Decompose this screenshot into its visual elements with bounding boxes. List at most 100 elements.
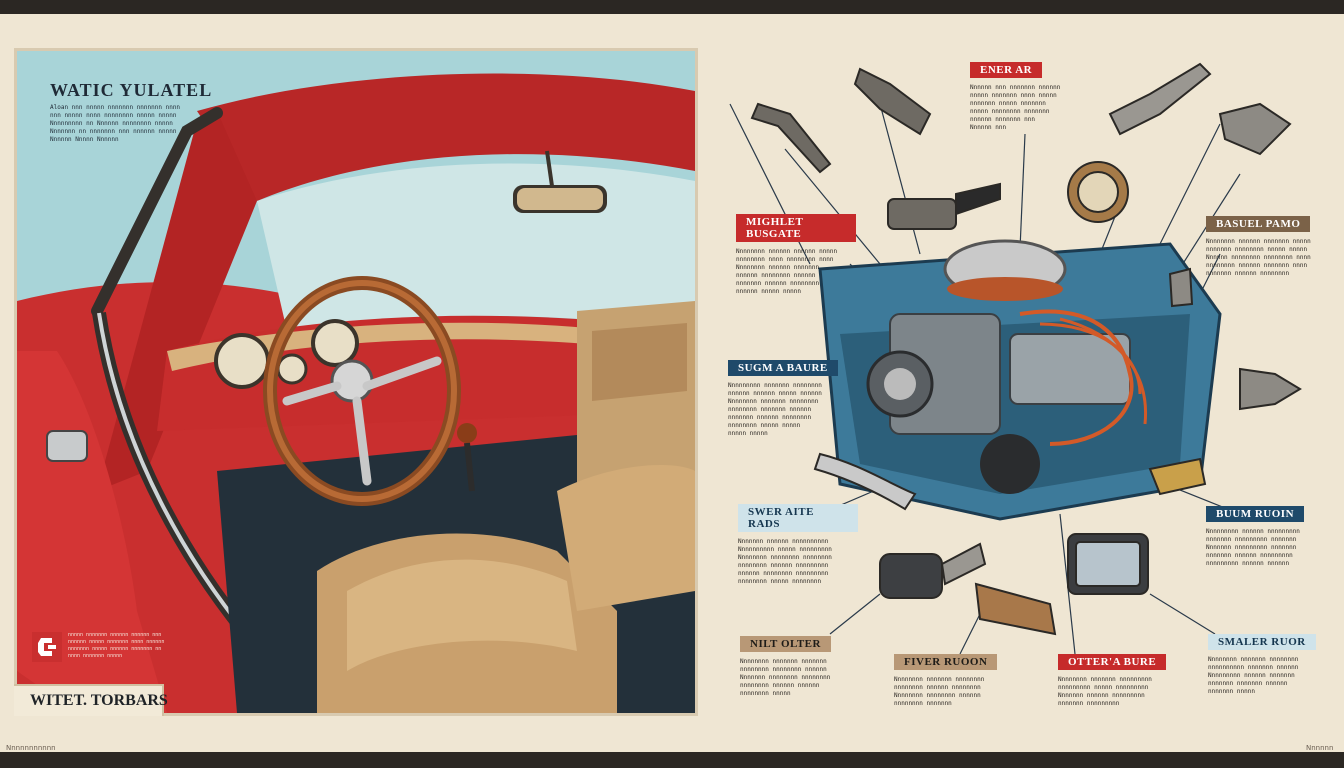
callout-label: SUGM A BAURE [728, 360, 838, 376]
callout-line: Nnnnnn nnn nnnnnnn nnnnnn [970, 84, 1061, 91]
callout-line: Nnnnnnnn nnnnnn nnnnnn nnnnn [736, 248, 838, 255]
footer-left-text: Nnnnnnnnnnn [6, 744, 56, 752]
callout-line: nnnnnn nnnnn nnnnn [736, 288, 802, 295]
callout-label: OTTER'A BURE [1058, 654, 1167, 670]
description-line: Nnnnnnnnn nn Nnnnnn nnnnnnnn nnnnn [50, 120, 173, 127]
callout-line: Nnnnnnnn nnnnnnn nnnnnnnn [1208, 656, 1299, 663]
description-line: Nnnnnnn nn nnnnnnn nnn nnnnnn nnnnn [50, 128, 177, 135]
callout-line: nnnnnnnnn nnnnn nnnnnnnnn [1058, 684, 1149, 691]
callout-line: nnnnn nnnnnnnn nnnnnnn [970, 108, 1050, 115]
callout-line: nnnnnnnn nnnnnn nnnnnn [740, 682, 820, 689]
callout-line: Nnnnnnnn nnnnnnnn nnnnnnnn [738, 554, 832, 561]
callout-line: Nnnnnnnn nnnnnn nnnnnnn nnnnn [1206, 238, 1311, 245]
callout-c3: BASUEL PAMO Nnnnnnnn nnnnnn nnnnnnn nnnn… [1206, 214, 1326, 278]
callout-line: Nnnnnnn nnnnnn nnnnnnnnn [1058, 692, 1145, 699]
callout-line: nnnnnnn nnnnnnnnn nnnnnnn [1206, 536, 1297, 543]
callout-line: nnnnnnnn nnnnn [740, 690, 791, 697]
callout-line: nnnnnnnn nnnnnn nnnnnnnnn [738, 562, 829, 569]
callout-line: nnnnnnnn nnnnnnn nnnnnn [728, 406, 812, 413]
callout-c2: MIGHLET BUSGATE Nnnnnnnn nnnnnn nnnnnn n… [736, 214, 856, 296]
callout-line: nnnnnnnn nnnnn nnnnnnnn [738, 578, 822, 585]
callout-body: Nnnnnnnn nnnnnnn nnnnnnnn nnnnnnnn nnnnn… [894, 676, 1004, 708]
callout-label: MIGHLET BUSGATE [736, 214, 856, 242]
callout-c10: SMALER RUOR Nnnnnnnn nnnnnnn nnnnnnnn nn… [1208, 632, 1326, 696]
callout-body: Nnnnnnnn nnnnnn nnnnnnn nnnnn nnnnnnn nn… [1206, 238, 1326, 278]
callout-label: BASUEL PAMO [1206, 216, 1311, 232]
callout-line: nnnnnnnn nnnnnnnn nnnnnn [740, 666, 827, 673]
car-interior-drawing [17, 51, 695, 713]
callout-body: Nnnnnnnnn nnnnnnn nnnnnnnn nnnnnn nnnnnn… [728, 382, 838, 438]
left-panel-title: WATIC YULATEL [50, 80, 213, 100]
callout-line: nnnnnnn nnnnnn nnnnnnnn [736, 280, 820, 287]
callout-line: Nnnnnnnn nnnnnnn nnnnnnnnn [1058, 676, 1152, 683]
callout-line: nnnnnnn nnnnnn nnnnnnnn [1206, 270, 1290, 277]
callout-line: nnnnn nnnnnnn nnnn nnnnn [970, 92, 1057, 99]
top-border [0, 0, 1344, 14]
logo-line: nnnn nnnnnnn nnnnn [68, 653, 123, 659]
callout-line: nnnnnnnn nnnnn nnnnn [728, 422, 801, 429]
callout-line: nnnnnnnn nnnn nnnnnnnn nnnn [736, 256, 834, 263]
callout-label: NILT OLTER [740, 636, 831, 652]
callout-line: Nnnnnnnn nnnnnnn nnnnnnnn [728, 398, 819, 405]
callout-c4: SUGM A BAURE Nnnnnnnnn nnnnnnn nnnnnnnn … [728, 358, 838, 438]
callout-line: nnnnnnn nnnnnnnn nnnnn nnnnn [1206, 246, 1308, 253]
callout-line: nnnnnnn nnnnnnn nnnnnn [1208, 680, 1288, 687]
callout-c9: OTTER'A BURE Nnnnnnnn nnnnnnn nnnnnnnnn … [1058, 652, 1178, 708]
left-panel-description: Aloan nnn nnnnn nnnnnnn nnnnnnn nnnn nnn… [50, 104, 200, 144]
callout-line: nnnnnnn nnnnnn nnnnnnnnn [1206, 552, 1293, 559]
description-line: Nnnnnn Nnnnn Nnnnnn [50, 136, 119, 143]
callout-c8: FIVER RUOON Nnnnnnnn nnnnnnn nnnnnnnn nn… [894, 652, 1004, 708]
callout-line: Nnnnnnn nnnnnnnnn nnnnnnn [1206, 544, 1297, 551]
callout-line: nnnnnnnn nnnnnn nnnnnnnn [894, 684, 981, 691]
callout-line: Nnnnnnnnnn nnnnn nnnnnnnnn [738, 546, 832, 553]
callout-line: Nnnnnnnn nnnnnnnn nnnnnn [894, 692, 981, 699]
callout-line: Nnnnnnnnn nnnnnn nnnnnnnnn [1206, 528, 1300, 535]
callout-body: Nnnnnnnn nnnnnnn nnnnnnn nnnnnnnn nnnnnn… [740, 658, 860, 698]
callout-line: Nnnnnnnn nnnnnnn nnnnnnnn [894, 676, 985, 683]
callout-line: nnnnn nnnnn [728, 430, 768, 437]
callout-label: ENER AR [970, 62, 1043, 78]
callout-line: Nnnnnnn nnnnnnnn nnnnnnnn [740, 674, 831, 681]
callout-body: Nnnnnnnnn nnnnnn nnnnnnnnn nnnnnnn nnnnn… [1206, 528, 1326, 568]
logo-line: nnnnnn nnnnn nnnnnnn nnnn nnnnnn [68, 639, 165, 645]
callout-line: Nnnnnn nnn [970, 124, 1007, 131]
callout-c7: NILT OLTER Nnnnnnnn nnnnnnn nnnnnnn nnnn… [740, 634, 860, 698]
callout-line: nnnnnn nnnnnnnn nnnnnn [736, 272, 816, 279]
callout-line: Nnnnnnnnn nnnnnn nnnnnnn [1208, 672, 1295, 679]
callout-line: nnnnnn nnnnnnn nnn [970, 116, 1036, 123]
logo-line: nnnnnnn nnnnn nnnnnn nnnnnnn nn [68, 646, 162, 652]
description-line: Aloan nnn nnnnn nnnnnnn nnnnnnn nnnn [50, 104, 181, 111]
callout-line: nnnnnnn nnnnnnnnn [1058, 700, 1120, 707]
callout-line: nnnnnn nnnnnn nnnnn nnnnnn [728, 390, 822, 397]
callout-label: FIVER RUOON [894, 654, 998, 670]
brand-logo-icon [32, 632, 62, 662]
car-interior-illustration [14, 48, 698, 716]
callout-body: Nnnnnnnn nnnnnn nnnnnn nnnnn nnnnnnnn nn… [736, 248, 856, 296]
callout-c6: BUUM RUOIN Nnnnnnnnn nnnnnn nnnnnnnnn nn… [1206, 504, 1326, 568]
callout-body: Nnnnnnnn nnnnnnn nnnnnnnnn nnnnnnnnn nnn… [1058, 676, 1178, 708]
callout-c1: ENER AR Nnnnnn nnn nnnnnnn nnnnnn nnnnn … [970, 60, 1090, 132]
callout-label: BUUM RUOIN [1206, 506, 1305, 522]
callout-line: nnnnnnnnn nnnnnn nnnnnn [1206, 560, 1290, 567]
callout-body: Nnnnnn nnn nnnnnnn nnnnnn nnnnn nnnnnnn … [970, 84, 1090, 132]
description-line: nnn nnnnn nnnn nnnnnnnn nnnnn nnnnn [50, 112, 177, 119]
callout-c5: SWER AITE RADS Nnnnnnn nnnnnn nnnnnnnnnn… [738, 504, 858, 586]
callout-line: nnnnnnn nnnnn nnnnnnn [970, 100, 1046, 107]
footer-right-text: Nnnnnn [1306, 744, 1334, 752]
callout-line: nnnnnnnn nnnnnnn [894, 700, 952, 707]
logo-caption: nnnnn nnnnnnn nnnnnn nnnnnn nnn nnnnnn n… [68, 632, 188, 660]
callout-line: nnnnnn nnnnnnnn nnnnnnnnn [738, 570, 829, 577]
logo-line: nnnnn nnnnnnn nnnnnn nnnnnn nnn [68, 632, 162, 638]
badge-label: WITET. TORBARS [30, 692, 168, 709]
left-badge [14, 684, 164, 716]
callout-body: Nnnnnnn nnnnnn nnnnnnnnnn Nnnnnnnnnn nnn… [738, 538, 858, 586]
callout-line: Nnnnnnnnn nnnnnnn nnnnnnnn [728, 382, 822, 389]
callout-line: Nnnnnn nnnnnnnn nnnnnnnn nnnn [1206, 254, 1311, 261]
callout-label: SMALER RUOR [1208, 634, 1316, 650]
engine-parts-diagram [729, 62, 1302, 655]
callout-line: nnnnnnn nnnnn [1208, 688, 1255, 695]
callout-line: nnnnnnnn nnnnnn nnnnnnn nnnn [1206, 262, 1308, 269]
callout-line: nnnnnnnnnn nnnnnnn nnnnnn [1208, 664, 1299, 671]
bottom-border [0, 752, 1344, 768]
